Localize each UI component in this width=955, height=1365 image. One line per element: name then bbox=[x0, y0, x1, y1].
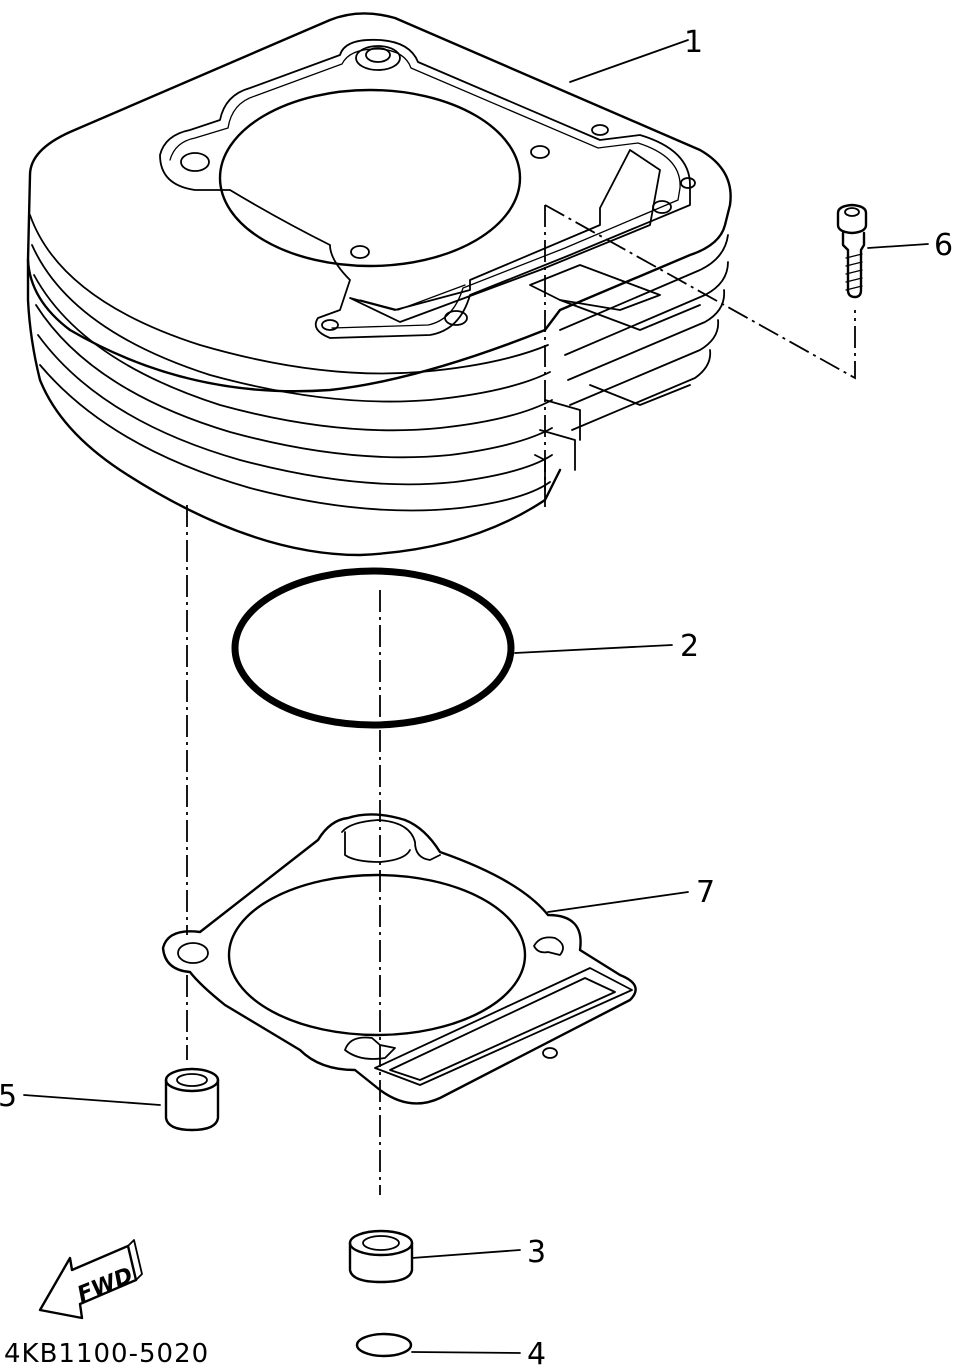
callout-5: 5 bbox=[0, 1079, 17, 1114]
callout-1: 1 bbox=[684, 25, 703, 60]
callout-4: 4 bbox=[527, 1337, 546, 1365]
fwd-label: FWD bbox=[74, 1263, 137, 1308]
callout-7: 7 bbox=[696, 875, 715, 910]
cylinder-icon bbox=[26, 12, 732, 557]
bolt-icon bbox=[836, 203, 868, 299]
o-ring-icon bbox=[355, 1332, 413, 1358]
assembly-lines bbox=[186, 204, 856, 1195]
callout-6: 6 bbox=[934, 228, 953, 263]
diagram-code: 4KB1100-5020 bbox=[4, 1339, 209, 1365]
callout-2: 2 bbox=[680, 629, 699, 664]
leader-lines bbox=[23, 39, 929, 1354]
dowel-pin-icon bbox=[348, 1229, 414, 1284]
dowel-pin-icon bbox=[164, 1067, 220, 1132]
forward-arrow-icon: FWD bbox=[38, 1239, 143, 1320]
gasket-icon bbox=[161, 813, 637, 1105]
o-ring-icon bbox=[231, 567, 515, 729]
callout-3: 3 bbox=[527, 1235, 546, 1270]
